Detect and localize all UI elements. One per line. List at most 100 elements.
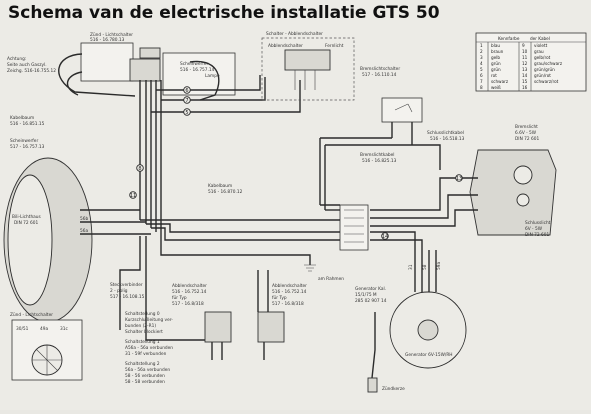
schlusslicht-label-1: Schlusslicht [525, 220, 551, 226]
wire-tag-7 [183, 96, 191, 104]
kabelbaum-label-2: 516 - 16.851.15 [10, 121, 45, 127]
lamp-cable [189, 60, 220, 101]
schaltplan-5: A56a - 56a verbunden [125, 345, 173, 351]
abblend3-switch [257, 311, 285, 343]
schaltplan-3: Schalter blockiert [125, 329, 163, 335]
abblend3-label-2: für Typ [272, 295, 287, 301]
legend-r1-c3: grau [534, 49, 544, 54]
bremslichtschalter-label-2: 517 - 16.110.14 [362, 72, 397, 78]
legend-r1-c2: 10 [522, 49, 528, 54]
schaltplan-6: 31 - 59f verbunden [125, 351, 167, 357]
kabelbaum2-label-2: 516 - 16.870.12 [208, 189, 243, 195]
gen-term-59a: 59a [436, 262, 442, 270]
schaltplan-7: Schaltstellung 2 [125, 361, 160, 367]
schaltplan-1: Kurzschlußleitung ver- [125, 317, 173, 323]
abblend2-label-2: für Typ [172, 295, 187, 301]
bremslicht-label-2: 6.6V - 5W [515, 130, 537, 136]
bremslichtschalter-box [381, 97, 423, 123]
abblend2-switch [204, 311, 232, 343]
legend-r3-c0: 4 [480, 61, 483, 66]
bremslichtkabel-label-2: 516 - 16.825.13 [362, 158, 397, 164]
legend-r0-c3: violett [534, 43, 548, 48]
switch-cap [139, 47, 161, 59]
abblend-label: Abblendschalter [268, 43, 303, 49]
wire-tag-8 [136, 164, 144, 172]
lamp-label-3: Lampe [205, 73, 220, 79]
legend-r7-c0: 8 [480, 85, 483, 90]
schaltplan-8: 56a - 56a verbunden [125, 367, 170, 373]
wire-tag-11 [129, 191, 137, 199]
harness-2 [146, 223, 340, 233]
abblend-wires [294, 70, 316, 90]
earth-symbol [304, 264, 316, 272]
abblend3-leads [257, 270, 269, 360]
steckverbinder-label-1: Steckverbinder [110, 282, 143, 288]
legend-r6-c3: schwarz/rot [534, 79, 559, 84]
schlusslichtkabel-label-2: 516 - 16.518.13 [430, 136, 465, 142]
zuend-switch-contacts [32, 345, 62, 375]
switch-block [129, 58, 161, 82]
legend-table: Kennfarbe der Kabel 1 blau 9 violett 2 b… [475, 32, 587, 92]
abblend-dashed-box [261, 37, 355, 101]
terminal-56a: 56a [80, 228, 88, 234]
wire-tag-13 [455, 174, 463, 182]
zuend-pin-2: 49a [40, 326, 48, 332]
legend-r3-c3: grau/schwarz [534, 61, 563, 66]
legend-header-2: der Kabel [530, 36, 550, 41]
kabelbaum2-label-1: Kabelbaum [208, 183, 232, 189]
legend-r0-c1: blau [491, 43, 500, 48]
bremslicht-switch-leads [391, 122, 413, 145]
spark-plug [367, 377, 378, 393]
abblend3-label-3: 517 - 16.8/318 [272, 301, 304, 307]
legend-r5-c3: grün/rot [534, 73, 551, 78]
top-cable-left [58, 53, 136, 97]
run-3 [151, 80, 301, 113]
bili-label-2: DIN 72 601 [14, 220, 38, 226]
zuend-licht-top-label-1: Zünd - Lichtschalter [90, 32, 133, 38]
steckleiste-block [339, 204, 369, 251]
terminal-56b: 56b [80, 216, 88, 222]
bremslichtkabel-label-1: Bremslichtkabel [360, 152, 394, 158]
tail-cable-2 [370, 194, 478, 219]
zuend-licht-top-label-2: 516 - 16.780.13 [90, 37, 125, 43]
legend-r2-c1: gelb [491, 55, 500, 60]
legend-r5-c2: 14 [522, 73, 528, 78]
zuend-pin-1: 30/51 [16, 326, 29, 332]
achtung-2: Seite auch Gaszyl. [7, 62, 47, 68]
legend-r4-c3: grün/grün [534, 67, 555, 72]
fernlicht-label: Fernlicht [325, 43, 344, 49]
bremslicht-label-3: DIN 72 601 [515, 136, 539, 142]
generator-kabel-2: 285 02 907 14 [355, 298, 387, 304]
tail-lamp-bulb [516, 193, 530, 207]
gen-term-31: 31 [408, 264, 414, 270]
schlusslichtkabel-label-1: Schlusslichtkabel [427, 130, 464, 136]
steckverbinder-label-3: 517 - 16.108.15 [110, 294, 145, 300]
abblend-header: Schalter - Abblendschalter [266, 31, 323, 37]
legend-r2-c2: 11 [522, 55, 528, 60]
brake-lamp-bulb [513, 165, 533, 185]
zuend-pin-3: 31c [60, 326, 68, 332]
schlusslicht-label-3: DIN 72 601 [525, 232, 549, 238]
legend-r4-c2: 13 [522, 67, 528, 72]
legend-r5-c0: 6 [480, 73, 483, 78]
wire-tag-7-text: 7 [185, 98, 188, 104]
generator-label: Generator 6V-15W/RH [405, 352, 453, 358]
bremslicht-label-1: Bremslicht [515, 124, 538, 130]
bremslichtschalter-label-1: Bremslichtschalter [360, 66, 400, 72]
abblend2-leads [211, 342, 223, 360]
abblend3-label-0: Abblendschalter [272, 283, 307, 289]
legend-r0-c0: 1 [480, 43, 483, 48]
wire-tag-13-text: 13 [456, 176, 462, 182]
bremslichtschalter-contact [394, 103, 413, 113]
legend-r7-c1: weiß [491, 85, 501, 90]
bili-label-1: Bili-Lichthaus [12, 214, 42, 220]
generator-kabel-1: 15/1/75 M [355, 292, 377, 298]
generator-leads [414, 250, 437, 292]
schaltplan-2: bunden (2-R1) [125, 323, 156, 329]
wire-tag-6 [183, 86, 191, 94]
legend-r4-c0: 5 [480, 67, 483, 72]
legend-r4-c1: grün [491, 67, 501, 72]
abblend-switch [284, 49, 331, 71]
gen-term-58: 58 [422, 264, 428, 270]
